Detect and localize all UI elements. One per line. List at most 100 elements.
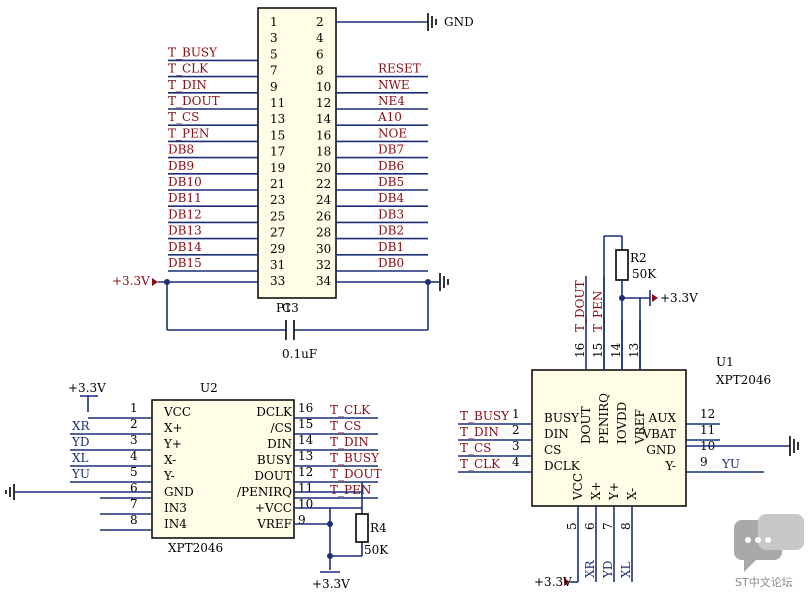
u1-pin-number: 15 [591, 343, 605, 358]
net-label: T_CS [168, 110, 199, 124]
u2-pin-number: 6 [130, 481, 138, 495]
u2-pin-number: 9 [298, 513, 306, 527]
net-label: T_DIN [460, 425, 499, 439]
net-label: T_DOUT [573, 280, 587, 332]
u1-pin-name: X- [625, 488, 639, 500]
c3-designator: C3 [282, 301, 299, 315]
p1-pin-number: 24 [316, 193, 332, 207]
p1-pin-number: 22 [316, 177, 331, 191]
u1-pin-number: 4 [512, 455, 520, 469]
u2-pin-number: 8 [130, 513, 138, 527]
p1-pin-number: 23 [270, 193, 285, 207]
u2-part: XPT2046 [168, 541, 223, 555]
u1-pin-name: VCC [571, 473, 585, 501]
u2-pin-number: 10 [298, 497, 313, 511]
net-label: T_PEN [330, 483, 371, 497]
p1-pin-number: 19 [270, 161, 285, 175]
gnd-label: GND [444, 15, 474, 29]
u1-part: XPT2046 [716, 373, 771, 387]
u2-power-label: +3.3V [68, 381, 106, 395]
u1-pin-name: X+ [589, 481, 603, 500]
u1-pin-name: BUSY [544, 411, 580, 425]
u2-pin-name: Y- [163, 469, 175, 483]
p1-pin-number: 10 [316, 80, 331, 94]
p1-pin-number: 21 [270, 177, 285, 191]
p1-pin-number: 14 [316, 112, 332, 126]
power-arrow-icon [652, 294, 658, 302]
p1-pin-number: 13 [270, 112, 285, 126]
net-label: DB4 [378, 191, 404, 205]
p1-pin-number: 11 [270, 96, 285, 110]
p1-pin-number: 8 [316, 64, 324, 78]
ground-icon [5, 484, 152, 500]
u1-pin-number: 5 [565, 522, 579, 530]
net-label: +3.3V [112, 274, 150, 288]
u1-pin-name: Y- [664, 459, 676, 473]
u1-designator: U1 [716, 355, 734, 369]
u1-pin-name: DIN [544, 427, 569, 441]
ground-icon [336, 13, 437, 31]
r4-designator: R4 [370, 521, 387, 535]
u2-pin-number: 2 [130, 417, 138, 431]
net-label: DB5 [378, 175, 404, 189]
net-label: T_CLK [330, 403, 371, 417]
u1-pin-name: IOVDD [615, 402, 629, 444]
u2-pin-name: /CS [271, 421, 292, 435]
p1-pin-number: 18 [316, 145, 331, 159]
p1-pin-number: 15 [270, 128, 285, 142]
net-label: DB2 [378, 224, 404, 238]
net-label: NWE [378, 78, 410, 92]
u1-pin-name: AUX [648, 411, 677, 425]
net-label: DB3 [378, 207, 404, 221]
p1-pin-number: 32 [316, 258, 331, 272]
net-label: DB1 [378, 240, 404, 254]
u1-pin-number: 14 [609, 342, 623, 358]
u2-pin-name: VCC [163, 405, 191, 419]
capacitor-c3-icon [285, 320, 295, 340]
net-label: XR [72, 419, 91, 433]
u1-pin-name: VREF [633, 409, 647, 445]
u1-pin-number: 9 [700, 455, 708, 469]
u2-pin-name: /PENIRQ [237, 485, 292, 499]
u1-pin-name: CS [544, 443, 561, 457]
u2-pin-number: 13 [298, 449, 313, 463]
r2-value: 50K [632, 267, 657, 281]
net-label: YD [601, 560, 615, 579]
p1-pin-number: 3 [270, 31, 278, 45]
net-label: YD [71, 435, 90, 449]
net-label: XL [72, 451, 89, 465]
u1-body [531, 369, 687, 507]
net-label: T_DIN [330, 435, 369, 449]
u2-pin-number: 1 [130, 401, 138, 415]
net-label: DB8 [168, 143, 194, 157]
net-label: XR [583, 559, 597, 578]
u2-pin-name: GND [164, 485, 194, 499]
net-label: DB15 [168, 256, 202, 270]
p1-pin-number: 29 [270, 242, 285, 256]
u2-pin-number: 3 [130, 433, 138, 447]
u1-pin-number: 11 [700, 423, 715, 437]
u2-pin-number: 4 [130, 449, 138, 463]
net-label: DB12 [168, 207, 202, 221]
u2-pin-number: 11 [298, 481, 313, 495]
u1-pin-name: Y+ [607, 482, 621, 501]
c3-value: 0.1uF [282, 347, 317, 361]
u1-pin-name: VBAT [642, 427, 677, 441]
net-label: T_CS [330, 419, 361, 433]
u1-pin-number: 13 [627, 343, 641, 358]
p1-pin-number: 27 [270, 226, 285, 240]
u1-pin-name: PENIRQ [597, 393, 611, 444]
u2-pin-number: 5 [130, 465, 138, 479]
net-label: A10 [377, 110, 402, 124]
p1-pin-number: 33 [270, 274, 285, 288]
u1-pin-number: 2 [512, 423, 520, 437]
net-label: YU [71, 467, 90, 481]
net-label: YU [721, 457, 740, 471]
net-label: T_BUSY [460, 409, 510, 423]
p1-pin-number: 4 [316, 31, 324, 45]
net-label: DB9 [168, 159, 194, 173]
u2-designator: U2 [200, 381, 218, 395]
p1-pin-number: 31 [270, 258, 285, 272]
